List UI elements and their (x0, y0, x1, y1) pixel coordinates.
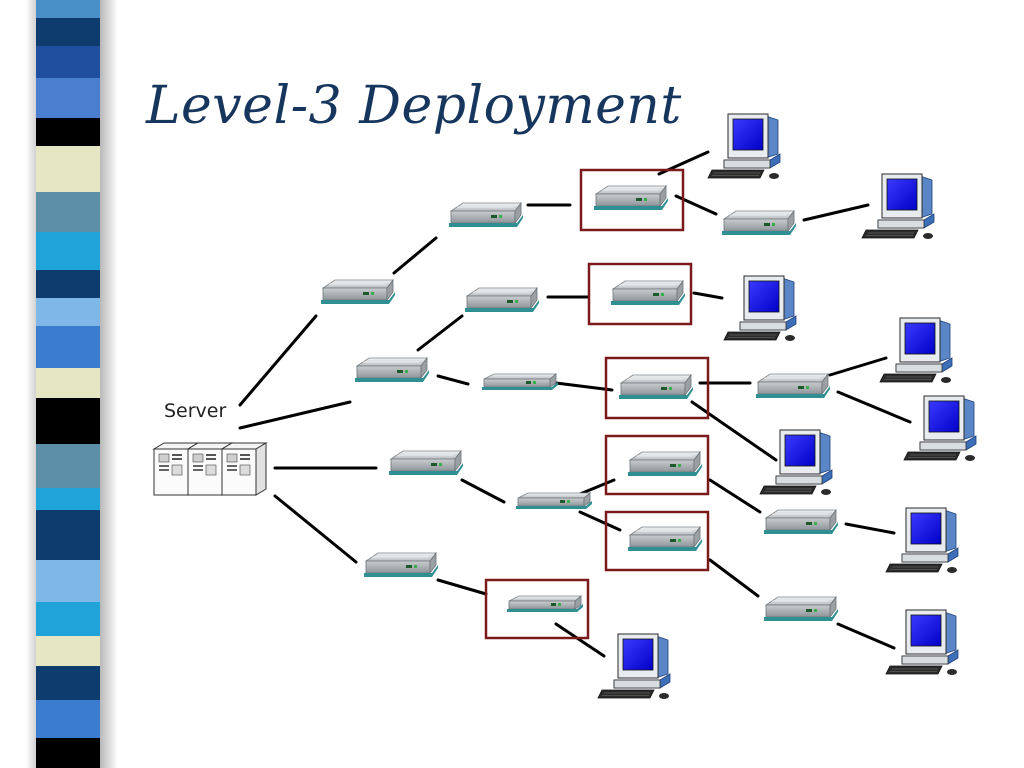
stripe (36, 666, 100, 700)
stripe (36, 232, 100, 270)
server-rack-icon (153, 442, 267, 496)
desktop-computer-icon (885, 609, 959, 676)
router-icon (363, 552, 439, 578)
router-icon (388, 450, 464, 476)
link (392, 236, 438, 275)
stripe (36, 192, 100, 232)
router-icon (610, 280, 686, 306)
highlight-box (604, 356, 710, 420)
desktop-computer-icon (759, 429, 833, 496)
link (828, 356, 888, 377)
link (273, 494, 358, 564)
link (836, 390, 912, 424)
decorative-stripe-bar (36, 0, 100, 768)
stripe (36, 398, 100, 444)
highlight-box (579, 168, 685, 232)
router-icon (763, 509, 839, 535)
sidebar-shadow-left (26, 0, 36, 768)
highlight-box (604, 434, 710, 496)
server-label: Server (164, 400, 227, 422)
stripe (36, 18, 100, 46)
desktop-computer-icon (597, 633, 671, 700)
slide-title: Level-3 Deployment (146, 76, 682, 136)
server-tower (221, 442, 267, 496)
sidebar-shadow (100, 0, 118, 768)
router-icon (593, 185, 669, 211)
link (578, 510, 622, 532)
link (436, 578, 488, 596)
router-icon (721, 210, 797, 236)
stripe (36, 368, 100, 398)
desktop-computer-icon (707, 113, 781, 180)
link (416, 314, 464, 352)
stripe (36, 46, 100, 78)
desktop-computer-icon (885, 507, 959, 574)
highlight-box (484, 578, 590, 640)
stripe (36, 298, 100, 326)
link (554, 381, 614, 392)
stripe (36, 326, 100, 368)
link (238, 314, 318, 407)
router-icon (515, 492, 593, 510)
router-icon (627, 526, 703, 552)
router-icon (448, 202, 524, 228)
router-icon (354, 357, 430, 383)
link (836, 622, 896, 650)
link (436, 374, 470, 386)
stripe (36, 0, 100, 18)
highlight-box (587, 262, 693, 326)
router-icon (464, 287, 540, 313)
highlight-box (604, 510, 710, 572)
stripe (36, 444, 100, 488)
desktop-computer-icon (879, 317, 953, 384)
desktop-computer-icon (861, 173, 935, 240)
link (238, 400, 352, 430)
link (844, 522, 896, 535)
router-icon (755, 373, 831, 399)
desktop-computer-icon (723, 275, 797, 342)
highlight-boxes (484, 168, 710, 640)
link (460, 478, 506, 504)
router-icon (481, 373, 559, 391)
link (708, 478, 762, 514)
stripe (36, 738, 100, 768)
stripe (36, 146, 100, 192)
router-icon (618, 374, 694, 400)
router-icon (506, 595, 584, 613)
stripe (36, 602, 100, 636)
routers (320, 185, 839, 622)
link (692, 291, 724, 300)
link (578, 478, 616, 496)
router-icon (627, 451, 703, 477)
stripe (36, 488, 100, 510)
stripe (36, 636, 100, 666)
stripe (36, 560, 100, 602)
desktop-computer-icon (903, 395, 977, 462)
router-icon (763, 596, 839, 622)
router-icon (320, 279, 396, 305)
link (554, 622, 606, 658)
stripe (36, 700, 100, 738)
link (690, 400, 778, 462)
link (802, 203, 870, 222)
stripe (36, 118, 100, 146)
stripe (36, 270, 100, 298)
stripe (36, 510, 100, 560)
stripe (36, 78, 100, 118)
link (708, 558, 760, 598)
